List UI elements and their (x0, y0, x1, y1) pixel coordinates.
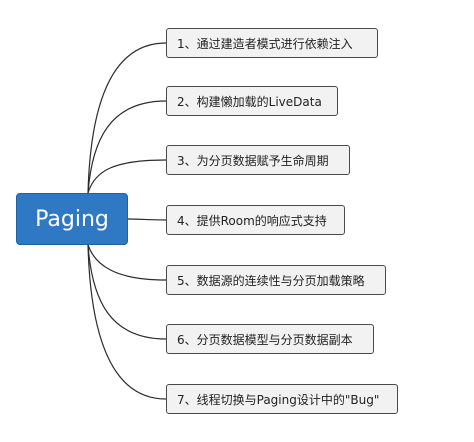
connector-3 (87, 159, 167, 194)
branch-node-label: 5、数据源的连续性与分页加载策略 (177, 273, 365, 288)
branch-node-label: 2、构建懒加载的LiveData (177, 94, 322, 109)
branch-node-5[interactable]: 5、数据源的连续性与分页加载策略 (166, 265, 386, 295)
connector-2 (87, 100, 167, 194)
branch-node-label: 4、提供Room的响应式支持 (177, 213, 327, 228)
branch-node-label: 7、线程切换与Paging设计中的"Bug" (177, 392, 380, 407)
branch-node-7[interactable]: 7、线程切换与Paging设计中的"Bug" (166, 384, 398, 414)
branch-node-label: 6、分页数据模型与分页数据副本 (177, 332, 353, 347)
connector-1 (87, 42, 167, 194)
root-node-label: Paging (35, 206, 109, 232)
root-node-paging[interactable]: Paging (16, 193, 128, 245)
branch-node-1[interactable]: 1、通过建造者模式进行依赖注入 (166, 28, 378, 58)
connector-7 (87, 244, 167, 400)
branch-node-label: 3、为分页数据赋予生命周期 (177, 153, 329, 168)
branch-node-4[interactable]: 4、提供Room的响应式支持 (166, 205, 345, 235)
branch-node-2[interactable]: 2、构建懒加载的LiveData (166, 86, 338, 116)
connector-4 (127, 218, 167, 221)
branch-node-6[interactable]: 6、分页数据模型与分页数据副本 (166, 324, 374, 354)
branch-node-3[interactable]: 3、为分页数据赋予生命周期 (166, 145, 350, 175)
branch-node-label: 1、通过建造者模式进行依赖注入 (177, 36, 353, 51)
connector-5 (87, 244, 167, 281)
connector-6 (87, 244, 167, 340)
